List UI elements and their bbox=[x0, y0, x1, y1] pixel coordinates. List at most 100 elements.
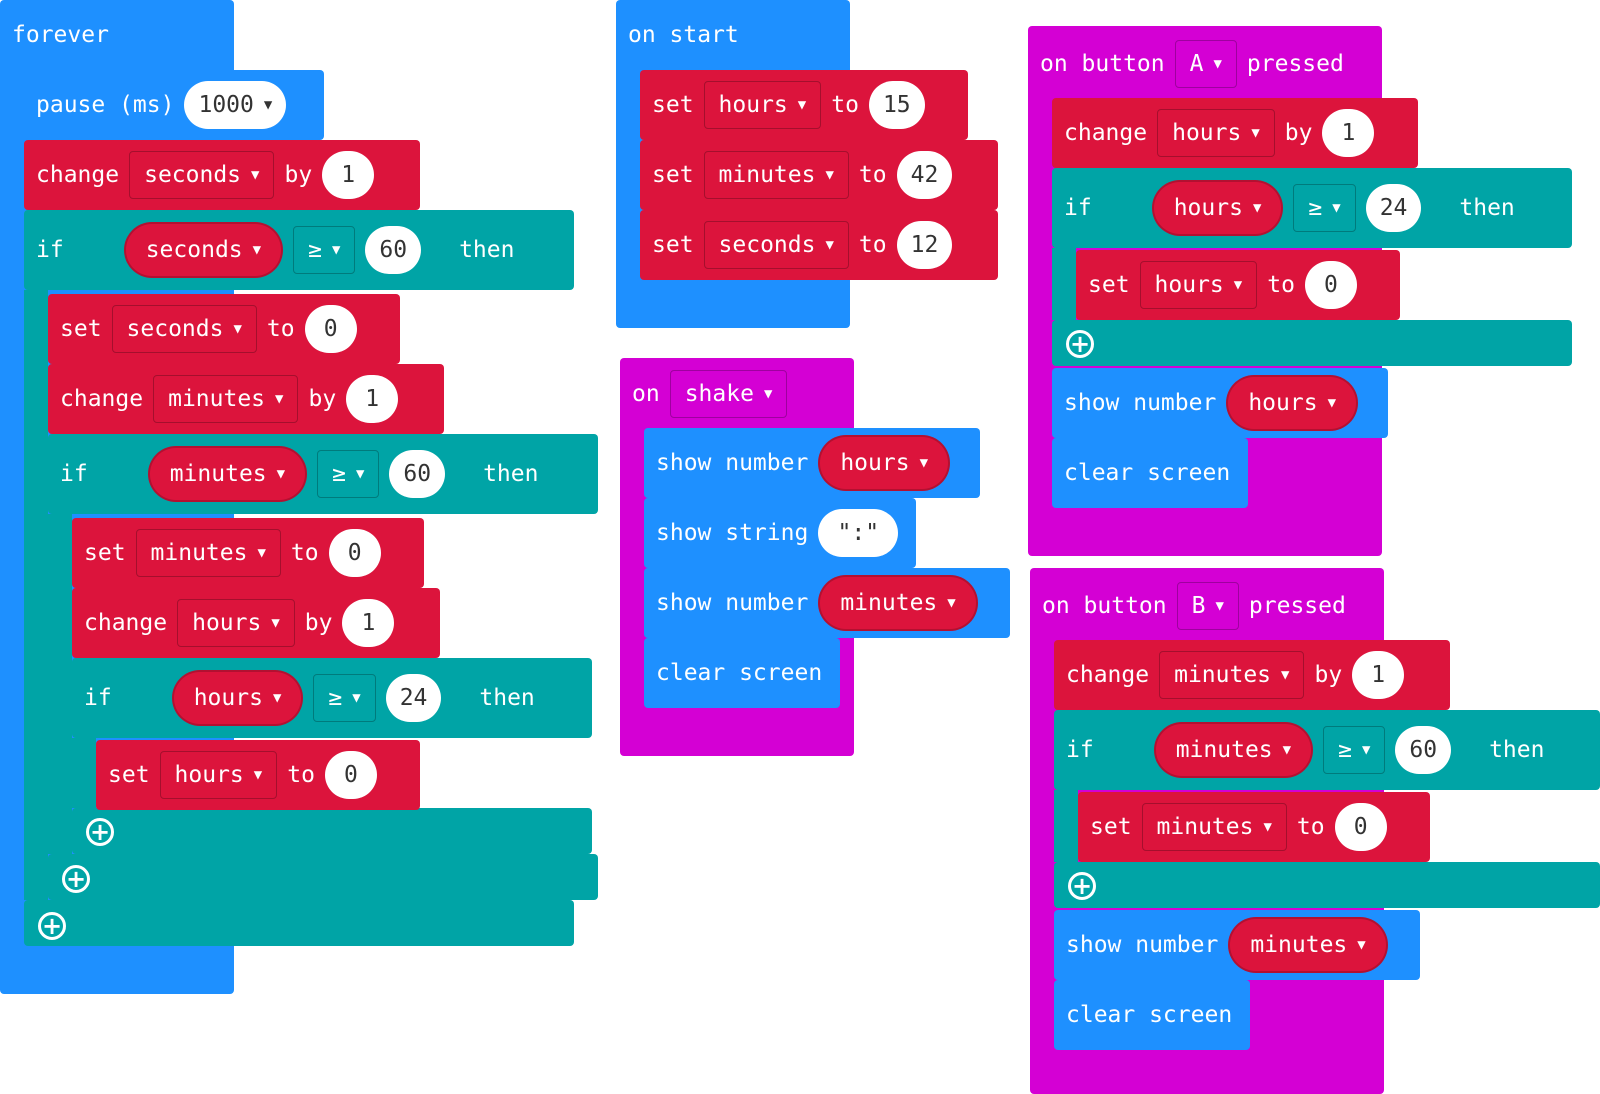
value-input[interactable]: 24 bbox=[1365, 184, 1422, 232]
variable-pill-hours[interactable]: hours▼ bbox=[1226, 375, 1359, 431]
set-seconds-start-block[interactable]: set seconds▼ to 12 bbox=[640, 210, 998, 280]
set-hours-a-block[interactable]: set hours▼ to 0 bbox=[1076, 250, 1400, 320]
pause-block[interactable]: pause (ms) 1000▼ bbox=[24, 70, 324, 140]
to-keyword: to bbox=[1267, 272, 1295, 298]
button-dropdown-a[interactable]: A▼ bbox=[1174, 40, 1237, 88]
set-minutes-b-block[interactable]: set minutes▼ to 0 bbox=[1078, 792, 1430, 862]
value-input[interactable]: 1 bbox=[346, 375, 399, 423]
variable-pill-hours[interactable]: hours▼ bbox=[818, 435, 951, 491]
show-number-minutes-b-block[interactable]: show number minutes▼ bbox=[1054, 910, 1420, 980]
variable-pill-seconds[interactable]: seconds▼ bbox=[123, 222, 284, 278]
if-block-hours-a[interactable] bbox=[1052, 168, 1572, 248]
if-block-minutes-side bbox=[48, 514, 72, 854]
gesture-dropdown[interactable]: shake▼ bbox=[669, 370, 788, 418]
comparison-operator-dropdown[interactable]: ≥▼ bbox=[313, 674, 376, 722]
chevron-down-icon: ▼ bbox=[1327, 395, 1337, 411]
set-keyword: set bbox=[84, 540, 126, 566]
value-input[interactable]: 0 bbox=[324, 751, 377, 799]
variable-pill-minutes[interactable]: minutes▼ bbox=[147, 446, 308, 502]
variable-pill-hours[interactable]: hours▼ bbox=[171, 670, 304, 726]
variable-dropdown-minutes[interactable]: minutes▼ bbox=[1141, 803, 1287, 851]
variable-dropdown-hours[interactable]: hours▼ bbox=[703, 81, 822, 129]
variable-pill-minutes[interactable]: minutes▼ bbox=[818, 575, 978, 631]
variable-pill-minutes[interactable]: minutes▼ bbox=[1228, 917, 1388, 973]
variable-dropdown-hours[interactable]: hours▼ bbox=[1157, 109, 1275, 157]
value-input[interactable]: 0 bbox=[1304, 261, 1357, 309]
variable-dropdown-minutes[interactable]: minutes▼ bbox=[135, 529, 281, 577]
if-block-hours[interactable] bbox=[72, 658, 592, 738]
add-else-plus-icon[interactable]: + bbox=[86, 818, 114, 846]
value-input[interactable]: 60 bbox=[389, 450, 446, 498]
variable-dropdown-minutes[interactable]: minutes▼ bbox=[153, 375, 299, 423]
value-input[interactable]: 42 bbox=[896, 151, 953, 199]
if-block-hours-a-foot bbox=[1052, 320, 1572, 366]
clear-screen-block[interactable]: clear screen bbox=[644, 638, 840, 708]
to-keyword: to bbox=[287, 762, 315, 788]
value-input[interactable]: 15 bbox=[868, 81, 925, 129]
if-minutes-row: if minutes▼ ≥▼ 60 then bbox=[48, 444, 598, 504]
if-block-minutes-b[interactable] bbox=[1054, 710, 1600, 790]
set-keyword: set bbox=[1090, 814, 1132, 840]
show-number-minutes-block[interactable]: show number minutes▼ bbox=[644, 568, 1010, 638]
change-minutes-b-block[interactable]: change minutes▼ by 1 bbox=[1054, 640, 1450, 710]
if-block-seconds[interactable] bbox=[24, 210, 574, 290]
variable-dropdown-hours[interactable]: hours▼ bbox=[1139, 261, 1258, 309]
comparison-operator-dropdown[interactable]: ≥▼ bbox=[293, 226, 356, 274]
value-input[interactable]: 0 bbox=[304, 305, 357, 353]
chevron-down-icon: ▼ bbox=[275, 391, 284, 407]
add-else-plus-icon[interactable]: + bbox=[1066, 330, 1094, 358]
change-seconds-block[interactable]: change seconds▼ by 1 bbox=[24, 140, 420, 210]
value-input[interactable]: 0 bbox=[1334, 803, 1387, 851]
variable-dropdown-seconds[interactable]: seconds▼ bbox=[111, 305, 257, 353]
set-keyword: set bbox=[60, 316, 102, 342]
variable-pill-hours[interactable]: hours▼ bbox=[1151, 180, 1284, 236]
change-hours-block[interactable]: change hours▼ by 1 bbox=[72, 588, 440, 658]
pause-duration-dropdown[interactable]: 1000▼ bbox=[184, 81, 287, 129]
change-keyword: change bbox=[36, 162, 120, 188]
set-seconds-block[interactable]: set seconds▼ to 0 bbox=[48, 294, 400, 364]
change-minutes-block[interactable]: change minutes▼ by 1 bbox=[48, 364, 444, 434]
change-hours-a-block[interactable]: change hours▼ by 1 bbox=[1052, 98, 1418, 168]
variable-name: hours bbox=[1173, 195, 1243, 221]
variable-dropdown-seconds[interactable]: seconds▼ bbox=[703, 221, 849, 269]
clear-screen-b-block[interactable]: clear screen bbox=[1054, 980, 1250, 1050]
variable-pill-minutes[interactable]: minutes▼ bbox=[1153, 722, 1314, 778]
value-input[interactable]: 1 bbox=[1352, 651, 1405, 699]
comparison-operator-dropdown[interactable]: ≥▼ bbox=[317, 450, 380, 498]
chevron-down-icon: ▼ bbox=[253, 767, 263, 783]
if-keyword: if bbox=[36, 237, 64, 263]
value-input[interactable]: 1 bbox=[1322, 109, 1375, 157]
show-string-block[interactable]: show string ":" bbox=[644, 498, 916, 568]
variable-dropdown-minutes[interactable]: minutes▼ bbox=[1159, 651, 1305, 699]
string-input[interactable]: ":" bbox=[818, 509, 899, 557]
set-minutes-start-block[interactable]: set minutes▼ to 42 bbox=[640, 140, 998, 210]
button-name: A bbox=[1189, 51, 1204, 77]
variable-name: seconds bbox=[718, 232, 816, 258]
comparison-operator-dropdown[interactable]: ≥▼ bbox=[1323, 726, 1386, 774]
set-hours-block[interactable]: set hours▼ to 0 bbox=[96, 740, 420, 810]
value-input[interactable]: 60 bbox=[365, 226, 422, 274]
comparison-operator-dropdown[interactable]: ≥▼ bbox=[1293, 184, 1356, 232]
value-input[interactable]: 1 bbox=[342, 599, 395, 647]
show-number-hours-a-block[interactable]: show number hours▼ bbox=[1052, 368, 1388, 438]
if-block-minutes[interactable] bbox=[48, 434, 598, 514]
variable-dropdown-hours[interactable]: hours▼ bbox=[177, 599, 295, 647]
variable-dropdown-seconds[interactable]: seconds▼ bbox=[129, 151, 275, 199]
add-else-plus-icon[interactable]: + bbox=[1068, 872, 1096, 900]
variable-dropdown-minutes[interactable]: minutes▼ bbox=[703, 151, 849, 199]
add-else-plus-icon[interactable]: + bbox=[38, 912, 66, 940]
clear-screen-a-block[interactable]: clear screen bbox=[1052, 438, 1248, 508]
value-input[interactable]: 60 bbox=[1395, 726, 1452, 774]
set-hours-start-block[interactable]: set hours▼ to 15 bbox=[640, 70, 968, 140]
add-else-plus-icon[interactable]: + bbox=[62, 865, 90, 893]
value-input[interactable]: 24 bbox=[385, 674, 442, 722]
show-number-hours-block[interactable]: show number hours▼ bbox=[644, 428, 980, 498]
show-number-keyword: show number bbox=[1066, 932, 1219, 958]
variable-name: hours bbox=[1172, 120, 1242, 146]
value-input[interactable]: 1 bbox=[322, 151, 375, 199]
value-input[interactable]: 0 bbox=[328, 529, 381, 577]
set-minutes-block[interactable]: set minutes▼ to 0 bbox=[72, 518, 424, 588]
value-input[interactable]: 12 bbox=[896, 221, 953, 269]
button-dropdown-b[interactable]: B▼ bbox=[1176, 582, 1239, 630]
variable-dropdown-hours[interactable]: hours▼ bbox=[159, 751, 278, 799]
